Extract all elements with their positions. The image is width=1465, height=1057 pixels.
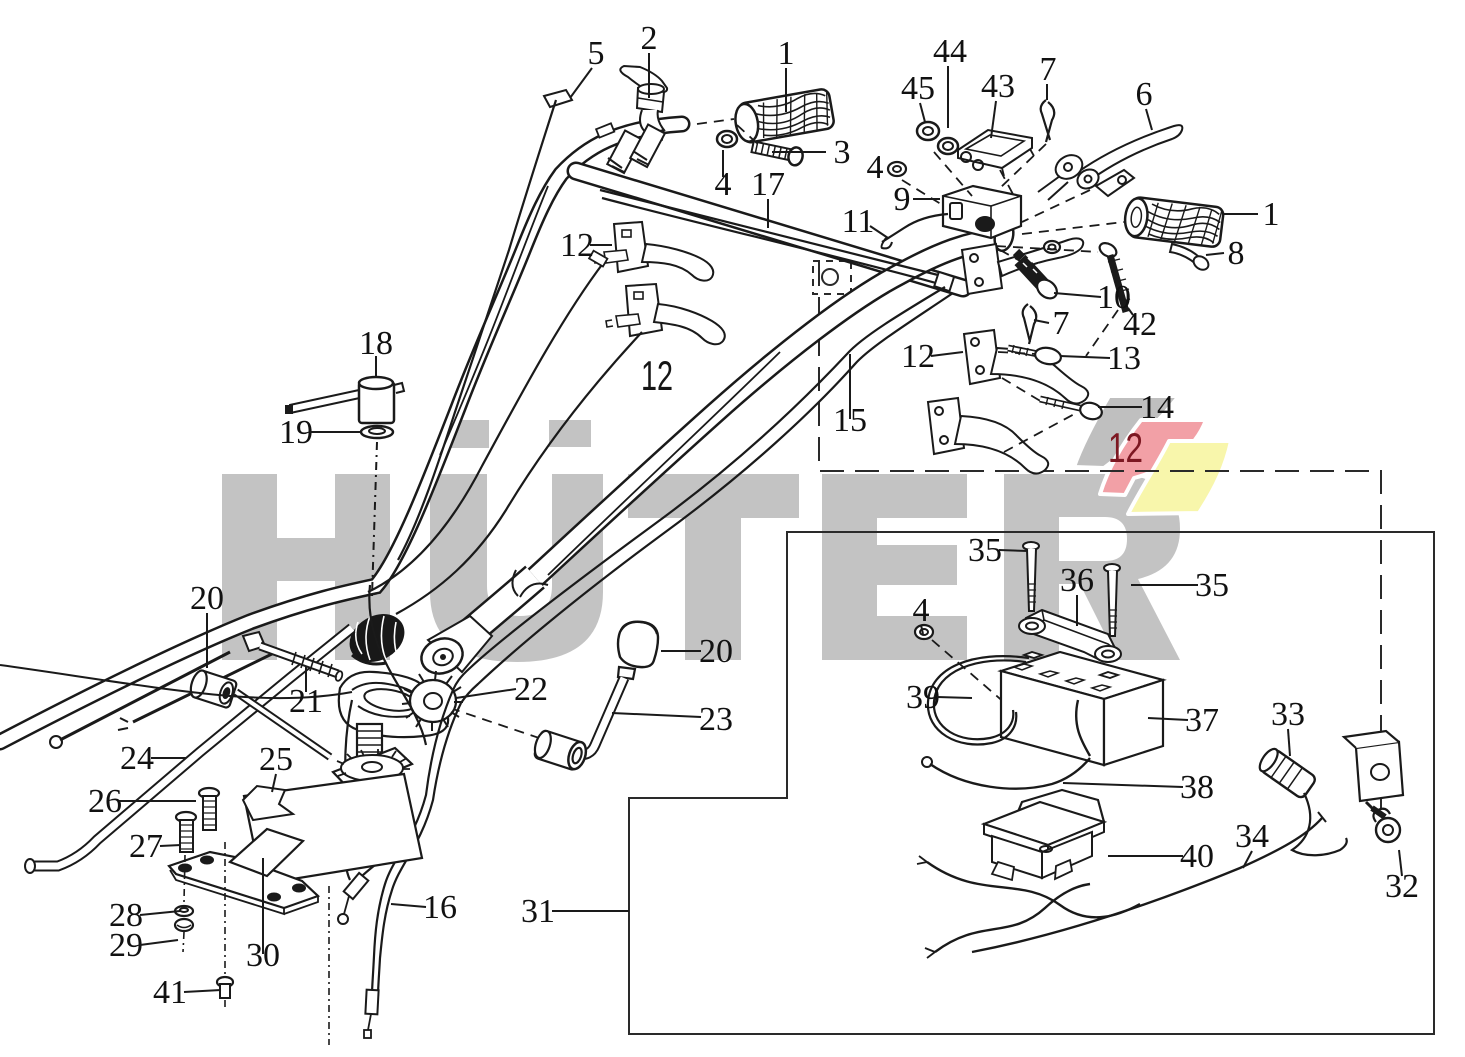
svg-text:8: 8 <box>1228 235 1245 272</box>
svg-text:13: 13 <box>1107 340 1141 377</box>
svg-text:40: 40 <box>1180 838 1214 875</box>
svg-text:2: 2 <box>641 20 658 57</box>
svg-text:10: 10 <box>1097 279 1131 316</box>
svg-text:27: 27 <box>129 828 163 865</box>
svg-text:23: 23 <box>699 701 733 738</box>
svg-text:43: 43 <box>981 68 1015 105</box>
svg-text:26: 26 <box>88 783 122 820</box>
svg-text:18: 18 <box>359 325 393 362</box>
svg-text:4: 4 <box>715 166 732 203</box>
svg-text:44: 44 <box>933 33 967 70</box>
svg-text:4: 4 <box>867 149 884 186</box>
svg-text:24: 24 <box>120 740 154 777</box>
svg-text:20: 20 <box>699 633 733 670</box>
svg-text:9: 9 <box>894 181 911 218</box>
svg-text:1: 1 <box>778 35 795 72</box>
svg-text:35: 35 <box>968 532 1002 569</box>
svg-text:5: 5 <box>588 35 605 72</box>
svg-text:14: 14 <box>1140 389 1174 426</box>
svg-text:45: 45 <box>901 70 935 107</box>
svg-text:17: 17 <box>751 166 785 203</box>
svg-text:28: 28 <box>109 897 143 934</box>
svg-text:35: 35 <box>1195 567 1229 604</box>
svg-text:34: 34 <box>1235 818 1269 855</box>
svg-text:7: 7 <box>1040 51 1057 88</box>
svg-text:12: 12 <box>1108 424 1143 471</box>
svg-text:12: 12 <box>641 352 673 399</box>
svg-text:7: 7 <box>1053 305 1070 342</box>
svg-text:11: 11 <box>842 203 875 240</box>
svg-text:12: 12 <box>560 227 594 264</box>
svg-text:4: 4 <box>913 592 930 629</box>
svg-text:37: 37 <box>1185 702 1219 739</box>
svg-text:39: 39 <box>906 679 940 716</box>
svg-text:29: 29 <box>109 927 143 964</box>
svg-text:41: 41 <box>153 974 187 1011</box>
svg-text:38: 38 <box>1180 769 1214 806</box>
svg-text:22: 22 <box>514 671 548 708</box>
svg-text:42: 42 <box>1123 306 1157 343</box>
svg-text:36: 36 <box>1060 562 1094 599</box>
svg-text:25: 25 <box>259 741 293 778</box>
svg-text:1: 1 <box>1263 196 1280 233</box>
svg-text:19: 19 <box>279 414 313 451</box>
svg-text:31: 31 <box>521 893 555 930</box>
svg-text:12: 12 <box>901 338 935 375</box>
svg-text:33: 33 <box>1271 696 1305 733</box>
svg-text:20: 20 <box>190 580 224 617</box>
svg-text:3: 3 <box>834 134 851 171</box>
svg-text:16: 16 <box>423 889 457 926</box>
svg-text:6: 6 <box>1136 76 1153 113</box>
